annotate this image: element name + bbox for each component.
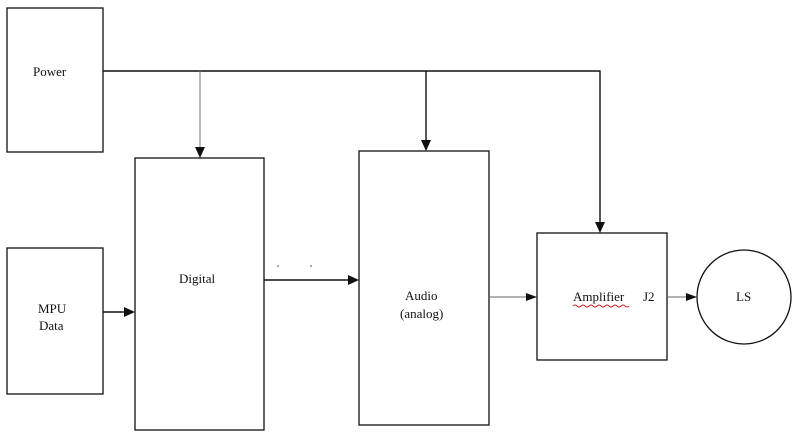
power-to-digital-arrowhead <box>195 147 205 158</box>
digital-block <box>134 157 265 431</box>
power-to-amplifier-arrowhead <box>595 222 605 233</box>
amplifier-label: Amplifier <box>573 289 625 304</box>
power-block <box>6 7 104 153</box>
digital-to-audio-arrowhead <box>348 275 359 285</box>
j2-connector-label: J2 <box>643 289 655 304</box>
spellcheck-underline <box>572 304 630 308</box>
stray-dot <box>310 265 312 267</box>
power-bus-line <box>103 70 601 222</box>
data-label: Data <box>39 318 64 333</box>
power-label: Power <box>33 64 67 79</box>
amplifier-block <box>536 232 668 361</box>
mpu-data-block <box>6 247 104 395</box>
loudspeaker-label: LS <box>736 289 751 304</box>
mpu-to-digital-arrowhead <box>124 307 135 317</box>
digital-label: Digital <box>179 271 215 286</box>
amplifier-to-speaker-arrowhead <box>686 293 697 301</box>
audio-to-amplifier-arrowhead <box>526 293 537 301</box>
mpu-label: MPU <box>38 301 67 316</box>
audio-block <box>358 150 490 426</box>
power-to-audio-arrowhead <box>421 140 431 151</box>
audio-label: Audio <box>405 288 438 303</box>
stray-dot <box>277 265 279 267</box>
analog-label: (analog) <box>400 306 443 321</box>
